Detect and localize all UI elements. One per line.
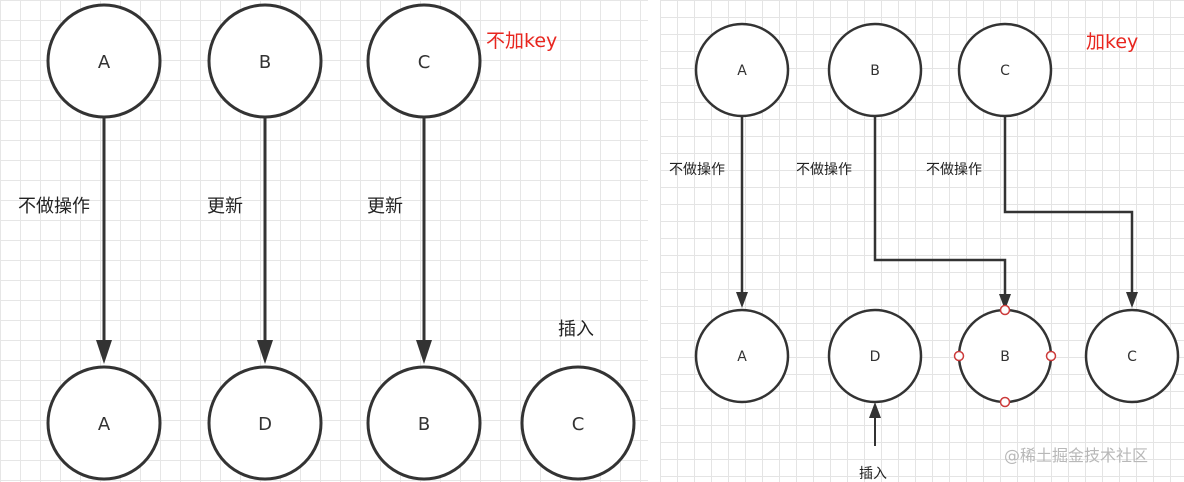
node-top-c: C: [957, 22, 1053, 118]
resize-handle-bottom[interactable]: [999, 396, 1011, 408]
arrowhead: [736, 292, 748, 308]
node-top-b: B: [207, 3, 323, 119]
node-label: C: [1000, 63, 1010, 79]
title-no-key: 不加key: [486, 30, 557, 52]
arrowhead: [96, 340, 112, 364]
insert-label: 插入: [558, 319, 594, 340]
arrowhead: [1126, 292, 1138, 308]
node-top-a: A: [694, 22, 790, 118]
node-label: C: [572, 414, 585, 435]
node-label: A: [98, 52, 111, 73]
node-label: A: [737, 63, 747, 79]
node-label: C: [1127, 349, 1137, 365]
arrowhead: [869, 402, 881, 418]
resize-handle-right[interactable]: [1045, 350, 1057, 362]
node-bottom-c: C: [520, 365, 636, 481]
node-bottom-b: B: [366, 365, 482, 481]
title-with-key: 加key: [1086, 31, 1138, 53]
arrowhead: [999, 294, 1011, 310]
right-diagram: A B C A D B: [669, 22, 1180, 482]
node-bottom-d: D: [207, 365, 323, 481]
resize-handle-left[interactable]: [953, 350, 965, 362]
watermark: @稀土掘金技术社区: [1004, 446, 1148, 465]
node-bottom-c: C: [1084, 308, 1180, 404]
edge-label-update: 更新: [207, 196, 243, 217]
left-diagram: A B C A D B: [18, 3, 636, 481]
insert-label: 插入: [859, 466, 887, 482]
edge-label-no-op: 不做操作: [796, 162, 852, 178]
edge-label-update: 更新: [367, 196, 403, 217]
node-bottom-a: A: [694, 308, 790, 404]
node-label: A: [98, 414, 111, 435]
node-bottom-a: A: [46, 365, 162, 481]
node-top-a: A: [46, 3, 162, 119]
edge-label-no-op: 不做操作: [926, 162, 982, 178]
left-panel-no-key: A B C A D B: [0, 0, 648, 482]
edge-label-no-op: 不做操作: [669, 162, 725, 178]
node-top-c: C: [366, 3, 482, 119]
node-top-b: B: [827, 22, 923, 118]
node-bottom-d: D: [827, 308, 923, 404]
node-bottom-b-selected[interactable]: B: [953, 304, 1057, 408]
edge-b-to-b: [873, 115, 1007, 298]
arrowhead: [257, 340, 273, 364]
node-label: D: [870, 349, 881, 365]
node-label: C: [418, 52, 431, 73]
node-label: B: [1000, 349, 1010, 365]
arrowhead: [416, 340, 432, 364]
node-label: B: [259, 52, 271, 73]
node-label: D: [258, 414, 272, 435]
edge-label-no-op: 不做操作: [18, 196, 90, 217]
right-panel-with-key: A B C A D B: [660, 0, 1184, 482]
resize-handle-top[interactable]: [999, 304, 1011, 316]
node-label: B: [870, 63, 880, 79]
node-label: A: [737, 349, 747, 365]
edge-c-to-c: [1003, 115, 1134, 296]
node-label: B: [418, 414, 430, 435]
